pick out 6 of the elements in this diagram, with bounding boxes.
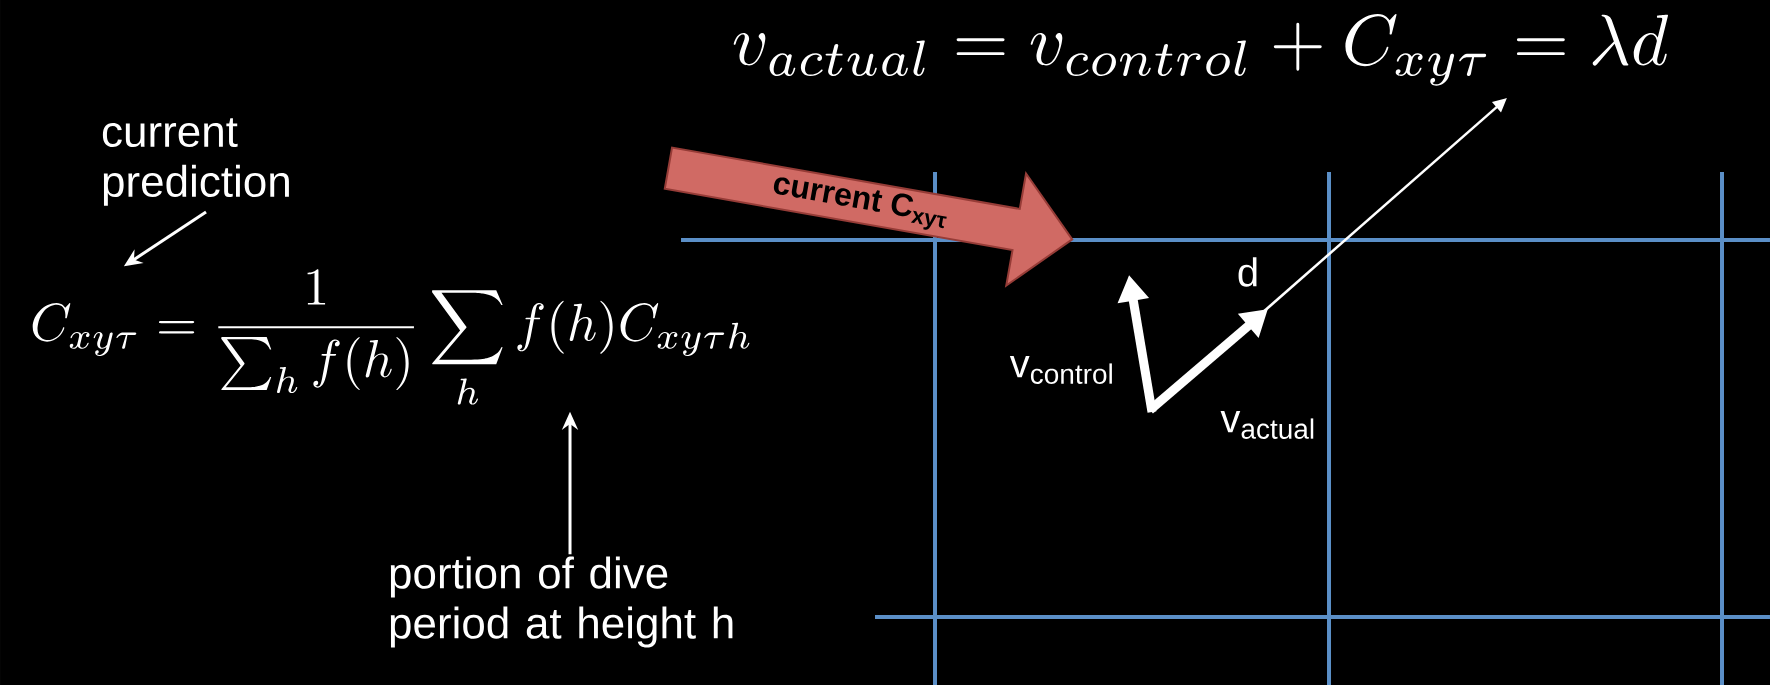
formula: $v_{actual} = v_{control} + C_{xy\tau} = \lambda d$ bbox=[733, 13, 1668, 86]
annotation-text: current prediction bbox=[102, 118, 289, 206]
vector-label: d bbox=[1238, 257, 1257, 287]
annotation-text: portion of dive period at height h bbox=[390, 556, 733, 648]
vector-label: v$_{actual}$ bbox=[1220, 411, 1314, 439]
vector-label: v$_{control}$ bbox=[1009, 356, 1112, 384]
